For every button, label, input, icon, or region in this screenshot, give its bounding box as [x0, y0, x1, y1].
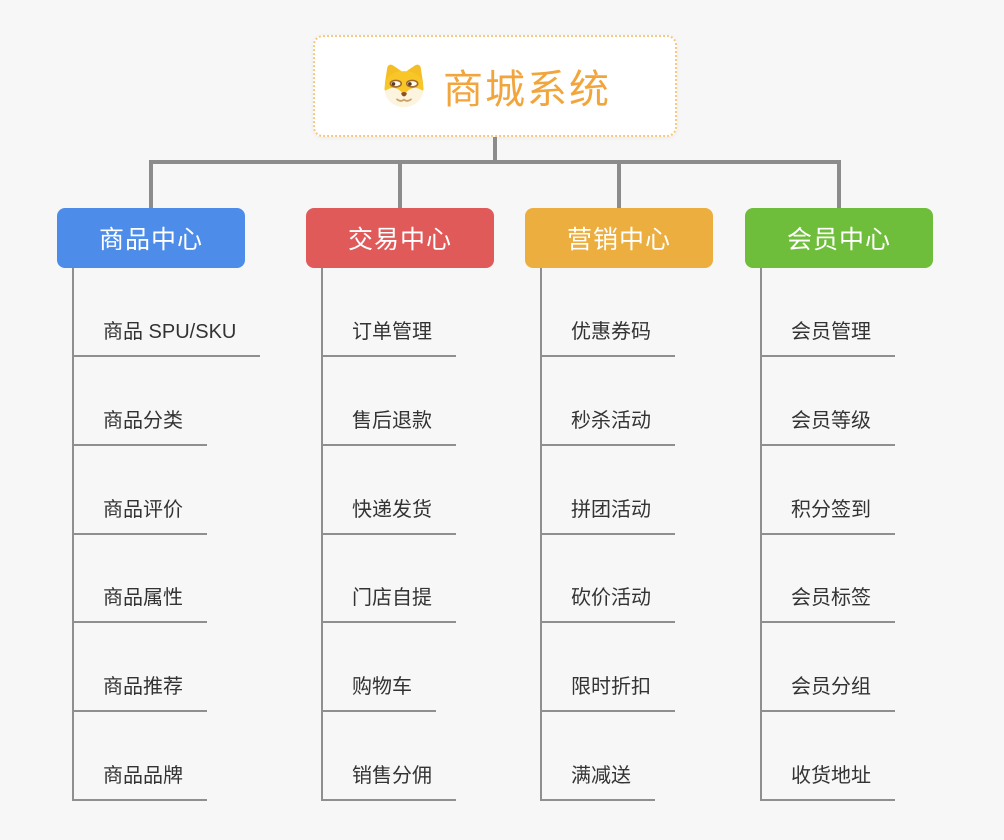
doge-icon: [384, 64, 424, 108]
child-topic[interactable]: 快递发货: [321, 495, 456, 535]
child-topic[interactable]: 订单管理: [321, 317, 456, 357]
child-topic[interactable]: 会员标签: [760, 583, 895, 623]
branch-topic-0[interactable]: 商品中心: [57, 208, 245, 268]
child-topic[interactable]: 售后退款: [321, 406, 456, 446]
child-topic[interactable]: 会员管理: [760, 317, 895, 357]
connector-root-stem: [493, 137, 497, 164]
connector-branch-drop-1: [398, 160, 402, 208]
child-topic[interactable]: 门店自提: [321, 583, 456, 623]
connector-branch-drop-2: [617, 160, 621, 208]
branch-topic-label: 商品中心: [98, 226, 203, 254]
connector-branch-drop-0: [149, 160, 153, 208]
child-topic[interactable]: 满减送: [540, 761, 655, 801]
child-topic[interactable]: 拼团活动: [540, 495, 675, 535]
child-topic[interactable]: 限时折扣: [540, 672, 675, 712]
child-topic[interactable]: 会员等级: [760, 406, 895, 446]
branch-topic-label: 会员中心: [786, 226, 891, 254]
child-topic[interactable]: 商品 SPU/SKU: [72, 317, 261, 357]
child-topic[interactable]: 销售分佣: [321, 761, 456, 801]
child-topic[interactable]: 商品推荐: [72, 672, 207, 712]
root-topic[interactable]: 商城系统: [313, 35, 677, 137]
child-topic[interactable]: 会员分组: [760, 672, 895, 712]
child-topic[interactable]: 商品评价: [72, 495, 207, 535]
child-topic[interactable]: 商品属性: [72, 583, 207, 623]
child-topic[interactable]: 砍价活动: [540, 583, 675, 623]
child-topic[interactable]: 秒杀活动: [540, 406, 675, 446]
child-topic[interactable]: 商品分类: [72, 406, 207, 446]
child-topic[interactable]: 收货地址: [760, 761, 895, 801]
child-topic[interactable]: 优惠券码: [540, 317, 675, 357]
child-topic[interactable]: 积分签到: [760, 495, 895, 535]
child-topic[interactable]: 购物车: [321, 672, 436, 712]
branch-topic-1[interactable]: 交易中心: [306, 208, 494, 268]
branch-topic-label: 营销中心: [566, 226, 671, 254]
connector-bus: [149, 160, 841, 164]
root-topic-label: 商城系统: [443, 68, 611, 112]
branch-topic-2[interactable]: 营销中心: [525, 208, 713, 268]
connector-branch-drop-3: [837, 160, 841, 208]
branch-topic-3[interactable]: 会员中心: [745, 208, 933, 268]
branch-topic-label: 交易中心: [347, 226, 452, 254]
child-topic[interactable]: 商品品牌: [72, 761, 207, 801]
